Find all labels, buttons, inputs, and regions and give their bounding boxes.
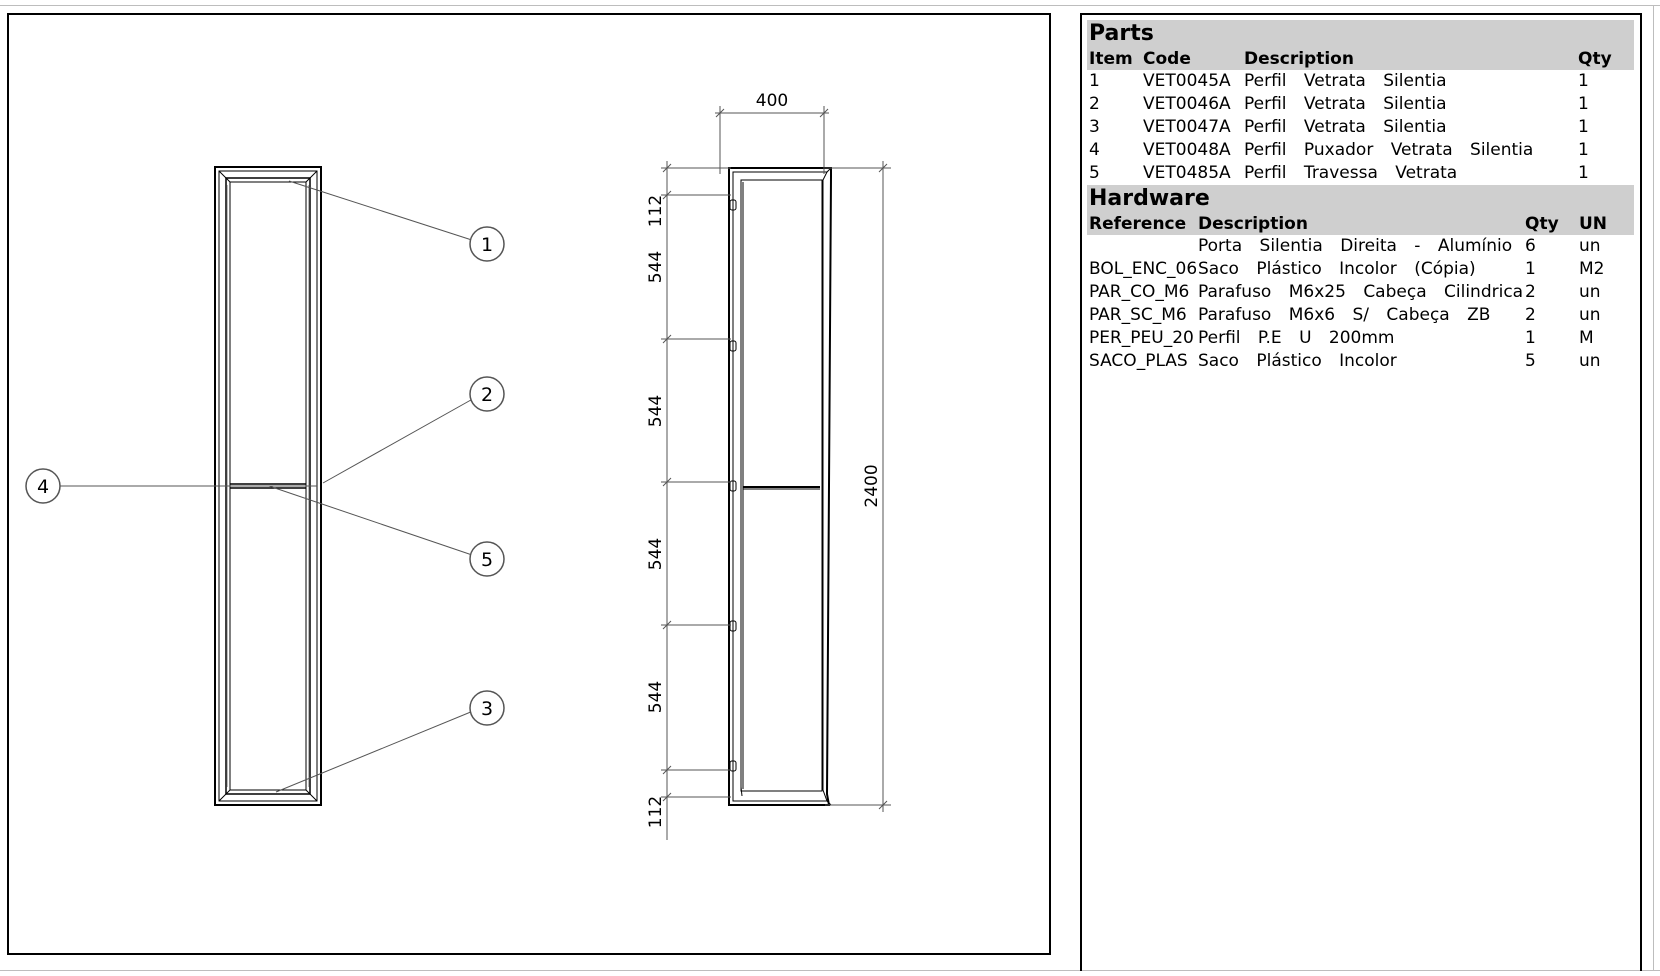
dimension-segment-label: 544 [646, 538, 666, 570]
table-cell-code: VET0048A [1143, 140, 1231, 160]
table-cell-code: VET0485A [1143, 163, 1231, 183]
table-cell-item: 1 [1089, 71, 1100, 91]
table-cell-description: Saco Plástico Incolor (Cópia) [1198, 259, 1476, 279]
dimension-lines [661, 106, 891, 840]
dimension-width-label: 400 [756, 91, 788, 111]
svg-text:5: 5 [481, 549, 493, 571]
table-cell-reference: PAR_CO_M6 [1089, 282, 1190, 302]
dimension-height-label: 2400 [862, 464, 882, 507]
table-cell-description: Saco Plástico Incolor [1198, 351, 1397, 371]
page-border-top [0, 5, 1660, 6]
svg-text:2: 2 [481, 384, 493, 406]
table-cell-description: Perfil Travessa Vetrata [1244, 163, 1458, 183]
svg-text:1: 1 [481, 234, 493, 256]
column-header: Reference [1087, 213, 1196, 235]
column-header: Description [1196, 213, 1523, 235]
table-row: 5 VET0485A Perfil Travessa Vetrata 1 [1087, 162, 1634, 185]
table-cell-description: Perfil P.E U 200mm [1198, 328, 1395, 348]
table-cell-code: VET0046A [1143, 94, 1231, 114]
table-cell-qty: 1 [1578, 140, 1589, 160]
table-cell-un: un [1579, 282, 1601, 302]
column-header: UN [1577, 213, 1634, 235]
table-cell-reference: SACO_PLAS [1089, 351, 1188, 371]
dimension-segment-label: 112 [646, 796, 666, 828]
table-cell-qty: 1 [1578, 163, 1589, 183]
table-row: Porta Silentia Direita - Alumínio 6 un [1087, 235, 1634, 258]
table-cell-qty: 2 [1525, 282, 1536, 302]
hardware-header-row: Reference Description Qty UN [1087, 213, 1634, 235]
table-cell-un: M2 [1579, 259, 1605, 279]
svg-text:4: 4 [37, 476, 49, 498]
column-header: Description [1242, 48, 1576, 70]
table-cell-description: Parafuso M6x25 Cabeça Cilindrica [1198, 282, 1523, 302]
table-row: 2 VET0046A Perfil Vetrata Silentia 1 [1087, 93, 1634, 116]
parts-header-row: Item Code Description Qty [1087, 48, 1634, 70]
parts-section-title: Parts [1087, 20, 1634, 48]
table-cell-item: 2 [1089, 94, 1100, 114]
table-row: PAR_SC_M6 Parafuso M6x6 S/ Cabeça ZB 2 un [1087, 304, 1634, 327]
table-cell-un: un [1579, 305, 1601, 325]
table-cell-description: Perfil Puxador Vetrata Silentia [1244, 140, 1534, 160]
table-cell-description: Perfil Vetrata Silentia [1244, 71, 1447, 91]
table-cell-reference: PAR_SC_M6 [1089, 305, 1187, 325]
table-row: PAR_CO_M6 Parafuso M6x25 Cabeça Cilindric… [1087, 281, 1634, 304]
column-header: Code [1141, 48, 1242, 70]
table-cell-qty: 6 [1525, 236, 1536, 256]
table-cell-code: VET0047A [1143, 117, 1231, 137]
balloon-leaders [59, 180, 479, 793]
table-cell-code: VET0045A [1143, 71, 1231, 91]
bill-of-materials-panel: Parts Item Code Description Qty 1 VET0045… [1080, 13, 1642, 971]
page-border-bottom [0, 970, 1660, 971]
side-view [728, 167, 832, 806]
dimension-segment-label: 544 [646, 251, 666, 283]
balloon-4: 4 [25, 468, 61, 504]
hardware-table: Reference Description Qty UN Porta Silen… [1087, 213, 1634, 373]
table-cell-reference: PER_PEU_20 [1089, 328, 1194, 348]
table-row: 1 VET0045A Perfil Vetrata Silentia 1 [1087, 70, 1634, 93]
table-cell-un: M [1579, 328, 1594, 348]
table-row: SACO_PLAS Saco Plástico Incolor 5 un [1087, 350, 1634, 373]
technical-drawing: 1 2 3 4 5 [25, 91, 891, 840]
balloon-3: 3 [469, 690, 505, 726]
column-header: Qty [1523, 213, 1577, 235]
page-border-right [1653, 5, 1654, 971]
table-cell-reference [1087, 235, 1196, 258]
table-cell-qty: 2 [1525, 305, 1536, 325]
table-cell-qty: 1 [1578, 71, 1589, 91]
dimension-segment-label: 112 [646, 195, 666, 227]
table-cell-description: Parafuso M6x6 S/ Cabeça ZB [1198, 305, 1491, 325]
dimension-segment-label: 544 [646, 395, 666, 427]
column-header: Item [1087, 48, 1141, 70]
table-cell-description: Perfil Vetrata Silentia [1244, 117, 1447, 137]
parts-table: Item Code Description Qty 1 VET0045A Perfi… [1087, 48, 1634, 185]
table-cell-un: un [1579, 351, 1601, 371]
dimension-segment-label: 544 [646, 681, 666, 713]
table-cell-un: un [1579, 236, 1601, 256]
drawing-panel: 1 2 3 4 5 [7, 13, 1051, 955]
svg-text:3: 3 [481, 698, 493, 720]
table-cell-description: Perfil Vetrata Silentia [1244, 94, 1447, 114]
table-cell-qty: 5 [1525, 351, 1536, 371]
table-cell-qty: 1 [1525, 328, 1536, 348]
table-cell-qty: 1 [1578, 117, 1589, 137]
balloon-5: 5 [469, 541, 505, 577]
table-cell-item: 3 [1089, 117, 1100, 137]
column-header: Qty [1576, 48, 1634, 70]
table-cell-item: 5 [1089, 163, 1100, 183]
table-row: 4 VET0048A Perfil Puxador Vetrata Silentia… [1087, 139, 1634, 162]
dimension-labels: 400 2400 112 544 544 544 544 112 [646, 91, 882, 828]
balloon-1: 1 [469, 226, 505, 262]
balloon-2: 2 [469, 376, 505, 412]
table-cell-qty: 1 [1525, 259, 1536, 279]
table-cell-qty: 1 [1578, 94, 1589, 114]
hardware-section-title: Hardware [1087, 185, 1634, 213]
table-cell-description: Porta Silentia Direita - Alumínio [1198, 236, 1513, 256]
table-cell-item: 4 [1089, 140, 1100, 160]
table-cell-reference: BOL_ENC_06 [1089, 259, 1196, 279]
table-row: 3 VET0047A Perfil Vetrata Silentia 1 [1087, 116, 1634, 139]
